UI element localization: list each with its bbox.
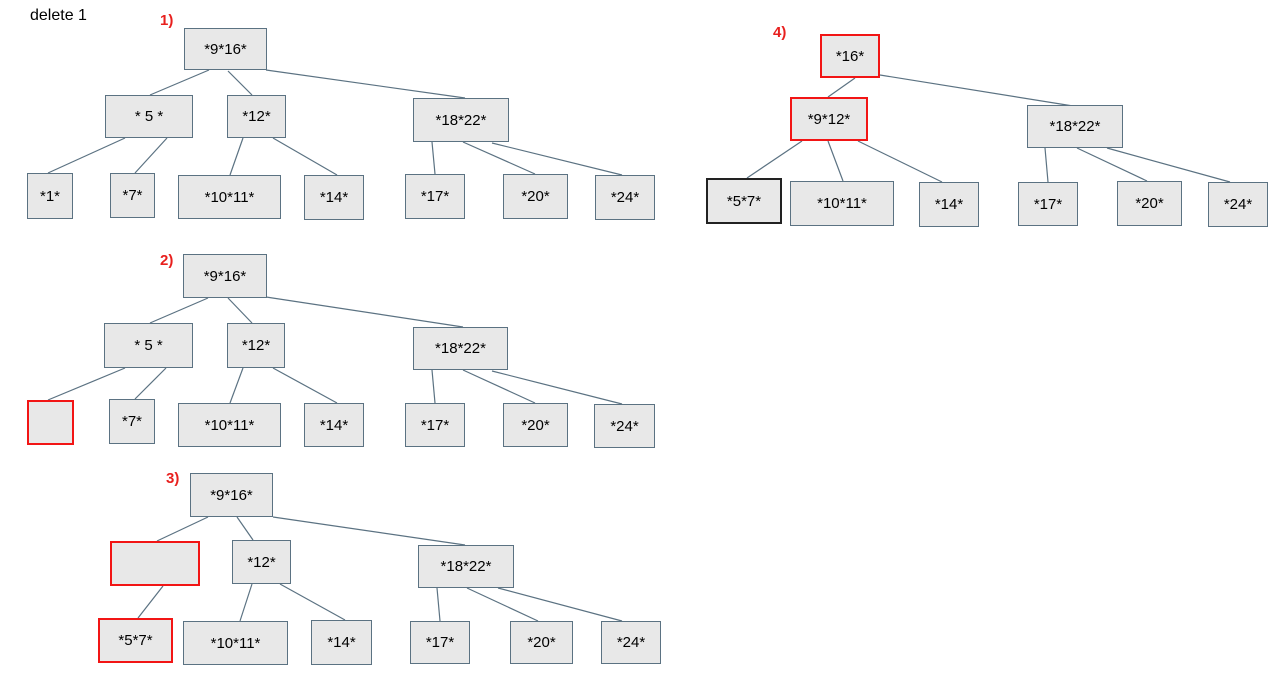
tree-node: *20* [503,403,568,447]
tree-edge [431,141,436,175]
tree-node: *18*22* [418,545,514,588]
tree-edge [272,367,338,404]
tree-node: *9*16* [184,28,267,70]
tree-edge [1106,147,1231,183]
tree-edge [436,587,441,622]
tree-node: *16* [820,34,880,78]
tree-node: *24* [595,175,655,220]
tree-edge [47,367,126,401]
tree-node: *17* [410,621,470,664]
tree-edge [279,583,346,621]
step-label-2: 2) [160,252,174,269]
tree-edge [239,583,253,622]
tree-edge [857,140,943,183]
tree-edge [431,369,436,404]
tree-node: *18*22* [413,98,509,142]
tree-node: *10*11* [183,621,288,665]
tree-edge [272,516,466,546]
tree-edge [497,587,623,622]
step-label-1: 1) [160,12,174,29]
tree-edge [47,137,126,174]
tree-node: *20* [503,174,568,219]
tree-node: *20* [1117,181,1182,226]
tree-node: *9*16* [183,254,267,298]
tree-edge [149,297,209,324]
tree-edge [491,370,623,405]
tree-node: *5*7* [98,618,173,663]
tree-node: *12* [227,95,286,138]
tree-edge [1044,147,1049,183]
tree-edge [462,141,536,175]
tree-node: *24* [601,621,661,664]
tree-edge [466,587,539,622]
tree-node: *14* [919,182,979,227]
tree-node: *14* [311,620,372,665]
tree-edge [272,137,338,176]
tree-node: *12* [232,540,291,584]
tree-edge [236,516,254,541]
tree-node: *10*11* [178,175,281,219]
tree-edge [491,142,623,176]
tree-node: *17* [1018,182,1078,226]
tree-node: *14* [304,403,364,447]
tree-edge [229,137,244,176]
tree-edge [265,296,464,328]
tree-node-empty [27,400,74,445]
tree-node-empty [110,541,200,586]
tree-node: *1* [27,173,73,219]
tree-node: *18*22* [413,327,508,370]
tree-edge [149,69,210,96]
tree-node: *9*12* [790,97,868,141]
tree-edge [746,140,803,179]
tree-edge [227,70,253,96]
tree-node: *10*11* [790,181,894,226]
tree-edge [265,69,466,99]
tree-edge [462,369,536,404]
tree-node: *14* [304,175,364,220]
tree-node: *7* [110,173,155,218]
tree-edge [1076,147,1148,182]
tree-node: *10*11* [178,403,281,447]
tree-edge [827,140,844,182]
tree-edge [227,297,253,324]
tree-node: *7* [109,399,155,444]
tree-node: *20* [510,621,573,664]
tree-edge [134,367,167,400]
step-label-4: 4) [773,24,787,41]
tree-edge [137,585,164,619]
tree-node: *17* [405,403,465,447]
tree-node: *18*22* [1027,105,1123,148]
step-label-3: 3) [166,470,180,487]
tree-edge [827,77,856,98]
tree-edge [229,367,244,404]
tree-node: *24* [594,404,655,448]
tree-node: * 5 * [105,95,193,138]
tree-edge [879,74,1074,107]
operation-note: delete 1 [30,7,87,24]
tree-node: *9*16* [190,473,273,517]
tree-edge [134,137,168,174]
tree-node: * 5 * [104,323,193,368]
tree-node: *12* [227,323,285,368]
tree-node: *24* [1208,182,1268,227]
tree-node: *17* [405,174,465,219]
tree-node: *5*7* [706,178,782,224]
tree-edge [156,516,209,542]
